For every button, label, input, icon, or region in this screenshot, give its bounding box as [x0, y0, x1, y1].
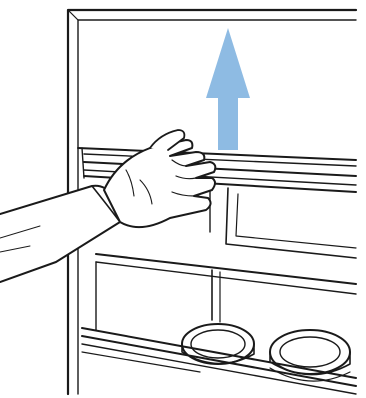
up-arrow-icon [206, 28, 250, 150]
plate-icon [182, 324, 254, 364]
middle-shelf [96, 254, 356, 330]
bottom-shelf [82, 328, 356, 394]
